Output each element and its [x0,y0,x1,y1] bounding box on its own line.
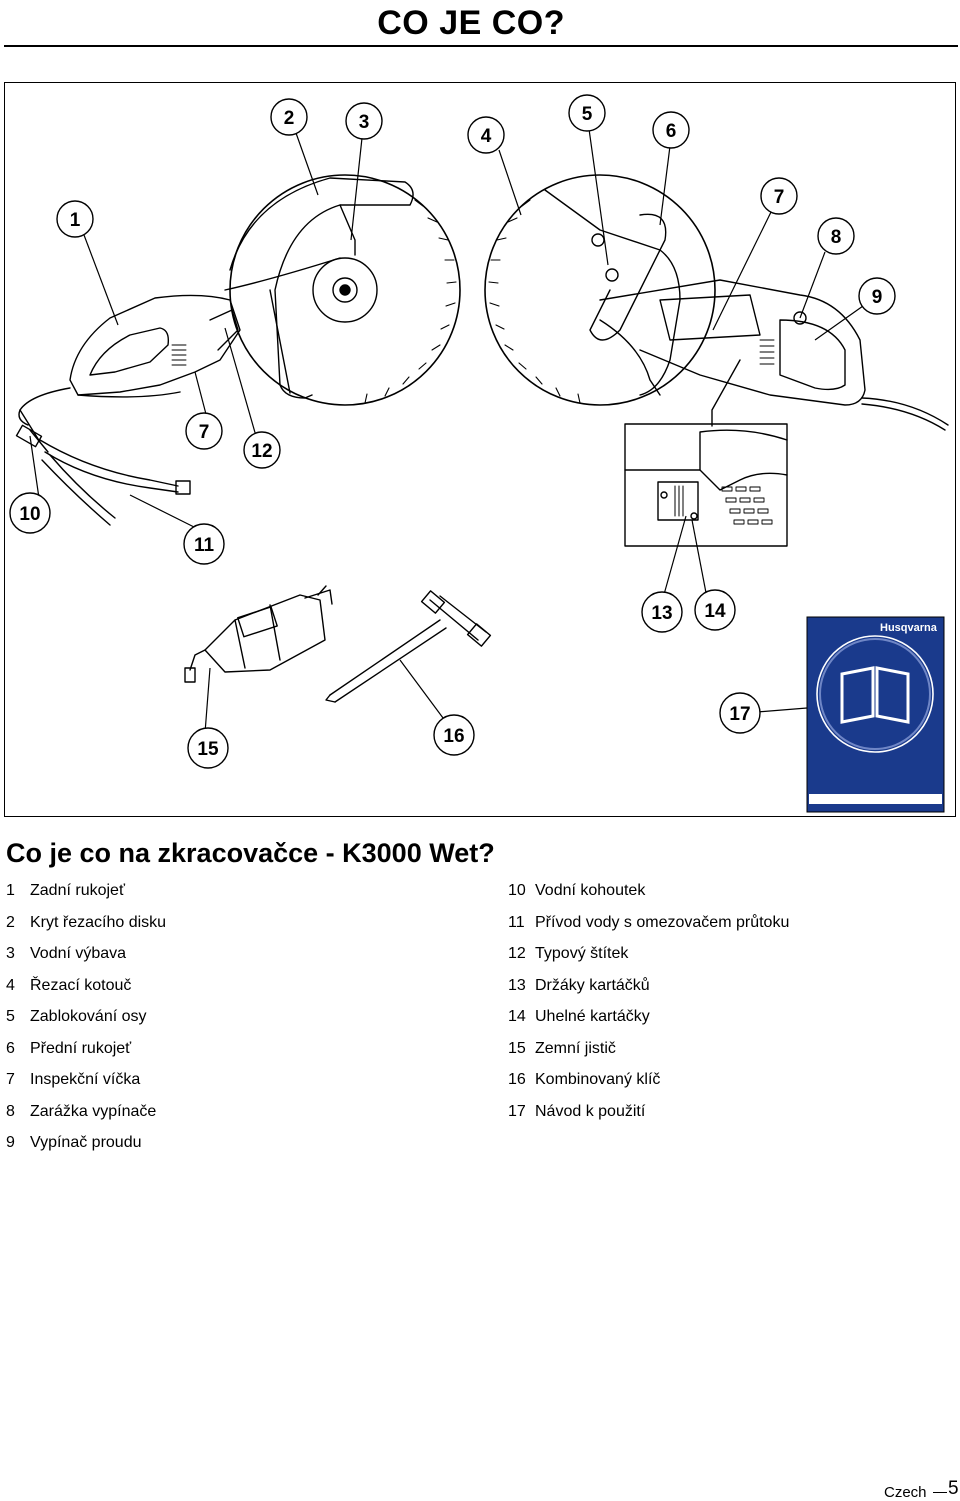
part-label: Zarážka vypínače [30,1102,157,1120]
part-label: Návod k použití [535,1102,646,1120]
part-item: 2 Kryt řezacího disku [6,914,166,946]
part-item: 12 Typový štítek [508,945,789,977]
callout-circles [9,94,896,769]
part-item: 16 Kombinovaný klíč [508,1071,789,1103]
part-number: 7 [6,1071,15,1088]
part-number: 1 [6,882,15,899]
part-label: Vodní kohoutek [535,882,646,899]
part-number: 3 [6,945,15,962]
part-number: 9 [6,1134,15,1151]
part-label: Přívod vody s omezovačem průtoku [535,913,790,931]
combination-wrench-illustration [325,590,492,703]
title-rule [4,45,958,47]
callout-17: 17 [729,704,750,725]
manual-brand-label: Husqvarna [880,622,938,634]
part-item: 10 Vodní kohoutek [508,882,789,914]
part-number: 13 [508,976,526,994]
part-label: Kryt řezacího disku [30,913,167,931]
part-label: Přední rukojeť [30,1039,132,1057]
callout-1: 1 [70,210,81,231]
callout-13: 13 [651,603,672,624]
part-item: 17 Návod k použití [508,1103,789,1135]
part-item: 6 Přední rukojeť [6,1040,166,1072]
part-number: 8 [6,1102,15,1120]
saw-left-illustration [15,174,461,526]
part-label: Zadní rukojeť [30,882,125,899]
earth-breaker-illustration [184,585,333,683]
callout-11: 11 [194,535,215,556]
part-item: 11 Přívod vody s omezovačem průtoku [508,914,789,946]
footer-language: Czech [884,1484,927,1501]
callout-4: 4 [481,126,492,147]
part-item: 9 Vypínač proudu [6,1134,166,1166]
instruction-manual-illustration: Husqvarna [806,616,945,813]
part-label: Zablokování osy [30,1008,147,1025]
callout-labels: 1 2 3 4 5 6 7 8 9 7 12 10 11 13 14 15 16… [19,104,882,760]
parts-list-left: 1 Zadní rukojeť 2 Kryt řezacího disku 3 Vod… [6,882,166,1166]
part-item: 14 Uhelné kartáčky [508,1008,789,1040]
part-label: Zemní jistič [535,1039,616,1057]
parts-list-right: 10 Vodní kohoutek 11 Přívod vody s omezova… [508,882,789,1134]
callout-3: 3 [359,112,370,133]
part-item: 8 Zarážka vypínače [6,1103,166,1135]
callout-9: 9 [872,287,883,308]
page-number: 5 [948,1478,959,1499]
parts-diagram-frame [4,82,956,817]
callout-2: 2 [284,108,295,129]
part-number: 5 [6,1008,15,1025]
part-label: Řezací kotouč [30,976,132,994]
callout-5: 5 [582,104,593,125]
part-label: Držáky kartáčků [535,976,650,994]
footer-dash [933,1492,947,1493]
brush-detail-inset [624,359,788,547]
part-number: 4 [6,976,15,994]
part-item: 7 Inspekční víčka [6,1071,166,1103]
part-label: Typový štítek [535,945,629,962]
part-item: 3 Vodní výbava [6,945,166,977]
saw-right-illustration [484,174,949,431]
part-number: 2 [6,913,15,931]
part-item: 1 Zadní rukojeť [6,882,166,914]
section-heading: Co je co na zkracovačce - K3000 Wet? [6,838,495,868]
part-number: 16 [508,1071,526,1088]
part-item: 13 Držáky kartáčků [508,977,789,1009]
part-label: Vypínač proudu [30,1134,142,1151]
part-label: Uhelné kartáčky [535,1008,650,1025]
callout-16: 16 [443,726,464,747]
part-number: 11 [508,913,525,931]
part-item: 4 Řezací kotouč [6,977,166,1009]
part-number: 10 [508,882,526,899]
callout-8: 8 [831,227,842,248]
part-item: 15 Zemní jistič [508,1040,789,1072]
page-title: CO JE CO? [377,4,565,42]
part-number: 12 [508,945,526,962]
callout-6: 6 [666,121,677,142]
part-item: 5 Zablokování osy [6,1008,166,1040]
part-number: 15 [508,1039,526,1057]
part-label: Inspekční víčka [30,1071,141,1088]
part-number: 17 [508,1102,526,1120]
part-label: Vodní výbava [30,945,127,962]
part-number: 14 [508,1008,526,1025]
callout-12: 12 [251,441,272,462]
callout-10: 10 [19,504,40,525]
part-label: Kombinovaný klíč [535,1071,661,1088]
leader-lines [29,128,864,734]
callout-14: 14 [704,601,726,622]
callout-7-lower: 7 [199,422,210,443]
parts-diagram: Husqvarna [9,94,949,813]
callout-7-upper: 7 [774,187,785,208]
part-number: 6 [6,1039,15,1057]
callout-15: 15 [197,739,219,760]
